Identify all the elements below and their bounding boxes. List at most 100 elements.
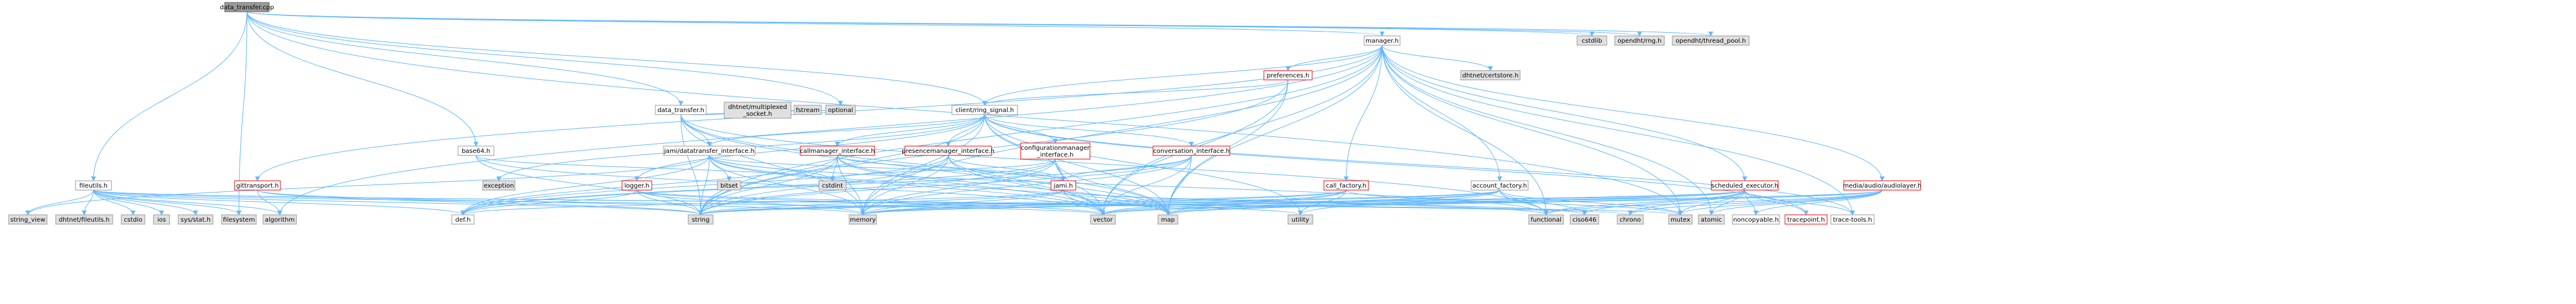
node-box-sys_stat_h	[178, 214, 214, 225]
node-exception: exception	[482, 180, 516, 191]
node-box-opendht_rng_h	[1614, 35, 1665, 46]
edge-manager_h-to-client_ring_signal_h	[982, 45, 1383, 106]
node-box-conversation_interface_h	[1152, 145, 1230, 156]
edge-audiolayer_h-to-chrono	[1628, 189, 1883, 215]
node-scheduled_executor_h[interactable]: scheduled_executor.h	[1711, 180, 1779, 191]
node-chrono: chrono	[1617, 214, 1644, 225]
node-tracepoint_h[interactable]: tracepoint.h	[1784, 214, 1828, 225]
edge-client_ring_signal_h-to-utility	[984, 114, 1303, 215]
node-map: map	[1157, 214, 1178, 225]
node-account_factory_h[interactable]: account_factory.h	[1471, 180, 1529, 191]
edge-presencemanager_interface_h-to-memory	[860, 155, 949, 215]
node-box-fileutils_h	[75, 180, 112, 191]
edge-gittransport_h-to-algorithm	[257, 189, 282, 215]
node-conversation_interface_h[interactable]: conversation_interface.h	[1152, 145, 1230, 156]
node-call_factory_h[interactable]: call_factory.h	[1323, 180, 1369, 191]
edge-account_factory_h-to-memory	[860, 189, 1500, 215]
edge-data_transfer_h-to-string	[680, 114, 703, 215]
edge-data_transfer_cpp-to-fileutils_h	[91, 11, 248, 181]
node-box-cstdio	[121, 214, 145, 225]
edge-data_transfer_cpp-to-filesystem	[236, 11, 248, 215]
node-callmanager_interface_h[interactable]: callmanager_interface.h	[800, 145, 875, 156]
node-box-mutex	[1668, 214, 1693, 225]
node-client_ring_signal_h[interactable]: client/ring_signal.h	[951, 105, 1018, 115]
edge-configurationmanager_interface_h-to-string	[698, 159, 1056, 215]
node-label-scheduled_executor_h: scheduled_executor.h	[1711, 183, 1779, 189]
node-box-ciso646	[1570, 214, 1599, 225]
node-label-utility: utility	[1292, 217, 1310, 224]
node-fstream: fstream	[793, 105, 822, 115]
edge-manager_h-to-account_factory_h	[1381, 45, 1502, 181]
edge-fileutils_h-to-ios	[93, 189, 164, 215]
node-label-algorithm: algorithm	[265, 217, 295, 224]
node-label-sys_stat_h: sys/stat.h	[181, 217, 210, 224]
node-box-audiolayer_h	[1843, 180, 1921, 191]
edge-client_ring_signal_h-to-jamidatatransfer_interface_h	[707, 114, 985, 147]
node-bitset: bitset	[717, 180, 741, 191]
node-label-cstdint: cstdint	[822, 183, 843, 189]
node-presencemanager_interface_h[interactable]: presencemanager_interface.h	[902, 145, 995, 156]
node-box-logger_h	[621, 180, 652, 191]
edge-account_factory_h-to-map	[1165, 189, 1500, 215]
node-label-logger_h: logger.h	[625, 183, 649, 189]
edge-gittransport_h-to-string	[257, 189, 703, 215]
node-label-chrono: chrono	[1620, 217, 1641, 224]
edge-conversation_interface_h-to-jami_h	[1061, 155, 1192, 181]
node-mutex: mutex	[1668, 214, 1693, 225]
node-box-functional	[1528, 214, 1564, 225]
edge-callmanager_interface_h-to-jami_h	[837, 155, 1066, 181]
node-label-presencemanager_interface_h: presencemanager_interface.h	[902, 148, 995, 155]
node-logger_h[interactable]: logger.h	[621, 180, 652, 191]
node-box-data_transfer_cpp	[224, 2, 270, 12]
edge-fileutils_h-to-def_h	[93, 189, 465, 215]
node-audiolayer_h[interactable]: media/audio/audiolayer.h	[1843, 180, 1922, 191]
edge-client_ring_signal_h-to-configurationmanager_interface_h	[984, 114, 1058, 144]
node-box-call_factory_h	[1323, 180, 1369, 191]
node-configurationmanager_interface_h[interactable]: configurationmanager_interface.h	[1020, 142, 1091, 160]
edge-manager_h-to-trace_tools_h	[1381, 45, 1855, 215]
node-label-cstdio: cstdio	[124, 217, 142, 224]
node-jami_h[interactable]: jami.h	[1050, 180, 1076, 191]
edge-client_ring_signal_h-to-map	[984, 114, 1170, 215]
node-jamidatatransfer_interface_h[interactable]: jami/datatransfer_interface.h	[663, 145, 756, 156]
node-box-data_transfer_h	[655, 105, 707, 115]
node-trace_tools_h[interactable]: trace-tools.h	[1830, 214, 1875, 225]
edge-account_factory_h-to-utility	[1298, 189, 1500, 215]
node-preferences_h[interactable]: preferences.h	[1263, 70, 1313, 80]
node-label-manager_h: manager.h	[1365, 38, 1399, 45]
node-base64_h[interactable]: base64.h	[457, 145, 495, 156]
node-noncopyable_h[interactable]: noncopyable.h	[1732, 214, 1780, 225]
node-sys_stat_h: sys/stat.h	[178, 214, 214, 225]
node-label-atomic: atomic	[1701, 217, 1722, 224]
node-filesystem: filesystem	[221, 214, 257, 225]
node-gittransport_h[interactable]: gittransport.h	[234, 180, 281, 191]
edge-manager_h-to-algorithm	[277, 45, 1383, 215]
edge-data_transfer_cpp-to-optional	[246, 11, 843, 106]
node-box-base64_h	[457, 145, 495, 156]
node-manager_h[interactable]: manager.h	[1364, 35, 1401, 46]
node-fileutils_h[interactable]: fileutils.h	[75, 180, 112, 191]
node-box-gittransport_h	[234, 180, 281, 191]
node-data_transfer_cpp[interactable]: data_transfer.cpp	[220, 2, 274, 12]
node-dhtnet_multiplexed_socket_h: dhtnet/multiplexed_socket.h	[724, 102, 792, 119]
edge-manager_h-to-vector	[1100, 45, 1383, 215]
node-def_h[interactable]: def.h	[451, 214, 475, 225]
node-data_transfer_h[interactable]: data_transfer.h	[655, 105, 707, 115]
edge-client_ring_signal_h-to-tracepoint_h	[984, 114, 1809, 215]
edge-configurationmanager_interface_h-to-cstdint	[830, 159, 1056, 181]
edge-manager_h-to-functional	[1381, 45, 1549, 215]
node-box-def_h	[451, 214, 475, 225]
node-label-cstdlib: cstdlib	[1582, 38, 1602, 45]
edge-fileutils_h-to-sys_stat_h	[93, 189, 198, 215]
edge-configurationmanager_interface_h-to-def_h	[460, 159, 1056, 215]
edge-conversation_interface_h-to-string	[698, 155, 1192, 215]
node-box-opendht_thread_pool_h	[1672, 35, 1750, 46]
edge-logger_h-to-def_h	[460, 189, 638, 215]
node-cstdio: cstdio	[121, 214, 145, 225]
edge-manager_h-to-map	[1165, 45, 1383, 215]
node-box-callmanager_interface_h	[800, 145, 875, 156]
edge-account_factory_h-to-string	[698, 189, 1500, 215]
node-label-ios: ios	[157, 217, 166, 224]
node-utility: utility	[1287, 214, 1313, 225]
edge-manager_h-to-dhtnet_certstore_h	[1381, 45, 1493, 71]
